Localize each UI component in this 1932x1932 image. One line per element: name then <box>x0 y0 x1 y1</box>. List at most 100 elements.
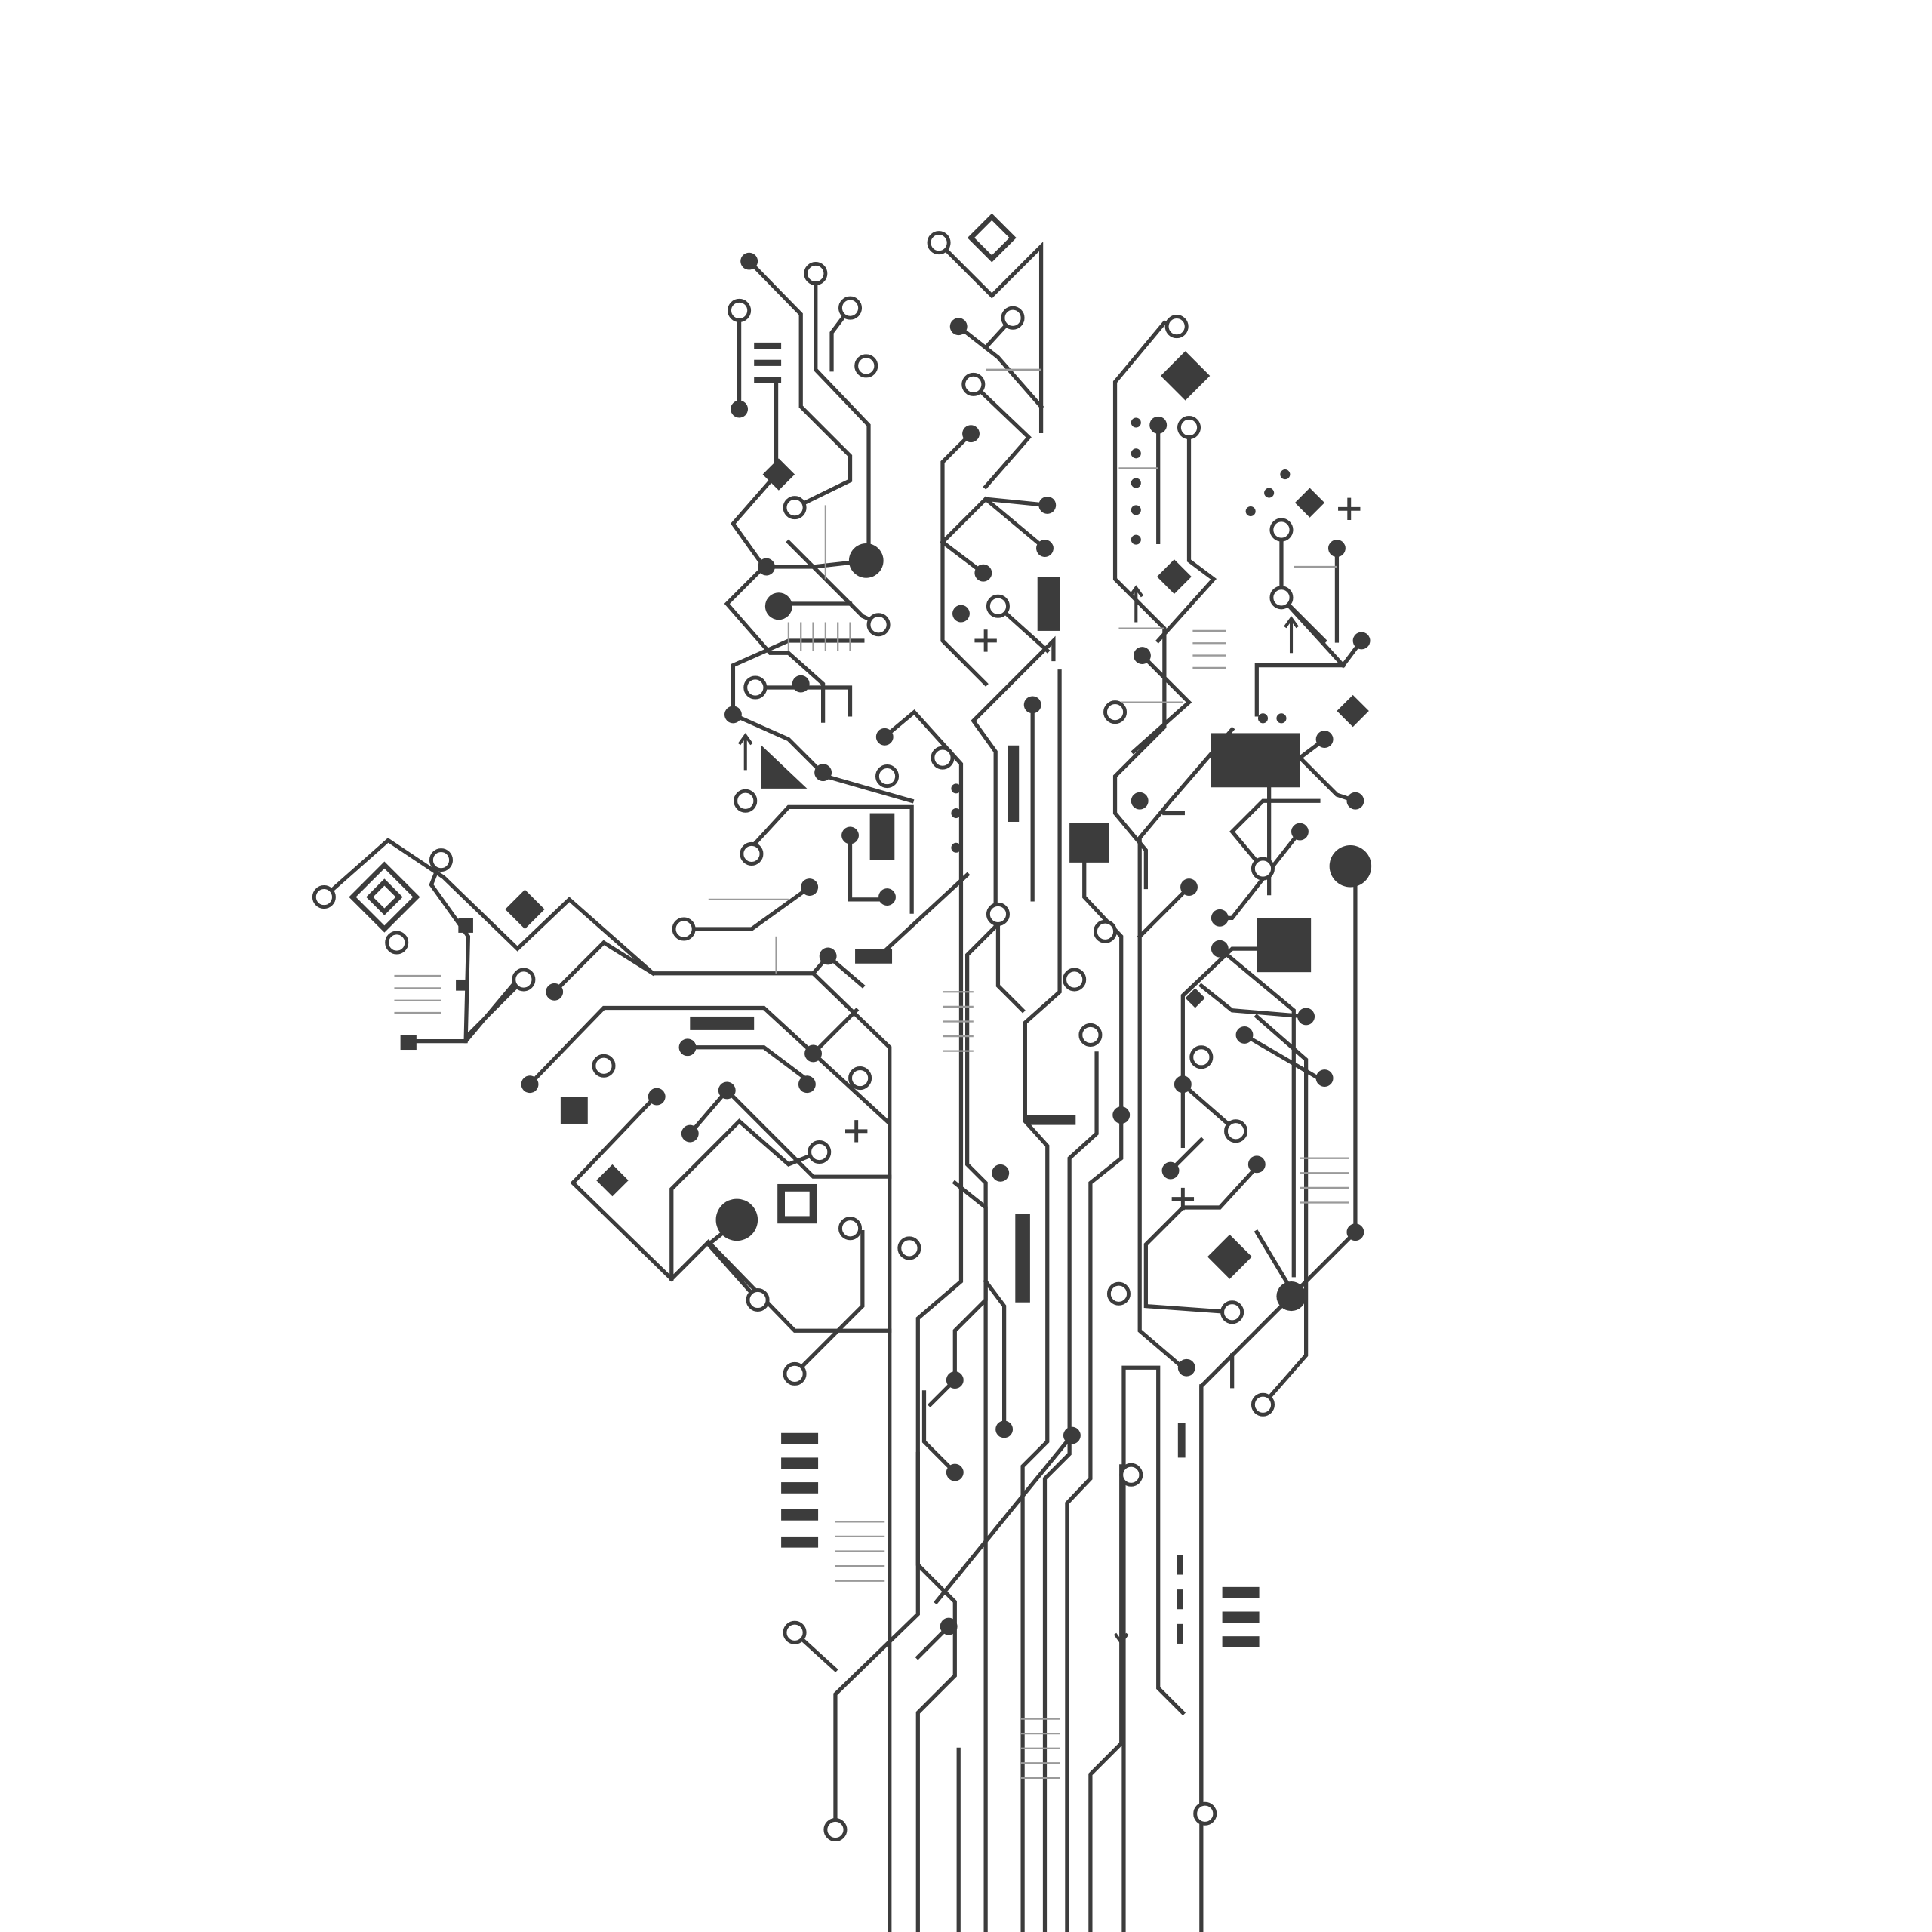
pad-icon <box>400 1035 417 1051</box>
diamond-icon <box>505 889 545 930</box>
terminal-node-open <box>783 1361 807 1386</box>
bar-icon <box>754 359 782 366</box>
terminal-node-filled <box>1211 940 1229 958</box>
diamond-outline-icon <box>349 861 420 933</box>
bar-icon <box>1222 1611 1260 1623</box>
terminal-node-open <box>986 594 1010 618</box>
large-node <box>715 1198 758 1241</box>
terminal-node-filled <box>678 1038 697 1057</box>
circuit-trace <box>724 1088 892 1179</box>
circuit-trace <box>995 912 1026 1014</box>
bar-icon <box>781 1482 819 1494</box>
terminal-node-filled <box>1149 416 1168 434</box>
bar-icon <box>754 377 782 383</box>
terminal-node-filled <box>974 564 992 582</box>
bar-icon <box>1222 1636 1260 1647</box>
terminal-node-filled <box>814 764 832 782</box>
terminal-node-open <box>1103 700 1128 724</box>
dot-icon <box>951 842 961 853</box>
terminal-node-filled <box>1180 878 1198 896</box>
dash-icon <box>1177 1623 1183 1644</box>
chip-icon <box>560 1097 588 1124</box>
pad-icon <box>458 918 473 933</box>
diamond-icon <box>762 458 795 491</box>
circuit-trace <box>1254 663 1346 717</box>
terminal-node-filled <box>1036 540 1054 557</box>
resistor-icon <box>855 949 893 964</box>
bar-icon <box>781 1432 819 1444</box>
chip-icon <box>1211 733 1300 788</box>
terminal-node-filled <box>1211 909 1229 927</box>
circuit-trace <box>1137 726 1235 1371</box>
terminal-node-open <box>1251 1392 1275 1417</box>
circuit-trace <box>1254 1014 1309 1407</box>
arrow-icon <box>1177 1423 1186 1458</box>
terminal-node-open <box>1001 306 1025 330</box>
circuit-trace <box>1217 946 1296 1278</box>
resistor-icon <box>690 1016 755 1030</box>
circuit-trace <box>527 1005 891 1124</box>
terminal-node-open <box>804 261 828 285</box>
circuit-trace <box>465 977 527 1038</box>
terminal-node-open <box>1269 586 1294 610</box>
dot-icon <box>1131 534 1141 545</box>
circuit-trace <box>743 804 914 914</box>
diamond-icon <box>1157 559 1192 594</box>
dot-icon <box>1280 469 1291 480</box>
resistor-icon <box>1026 1115 1076 1125</box>
circuit-trace <box>1155 423 1217 644</box>
circuit-trace <box>681 881 817 931</box>
terminal-node-open <box>734 789 758 813</box>
terminal-node-open <box>1119 1463 1143 1487</box>
circuit-trace <box>927 1180 988 1407</box>
dot-icon <box>951 808 961 819</box>
circuit-trace <box>921 1390 958 1475</box>
dash-icon <box>1177 1589 1183 1610</box>
circuit-trace <box>955 323 1044 410</box>
circuit-trace <box>429 857 471 1044</box>
terminal-node-open <box>592 1054 616 1078</box>
circuit-traces <box>321 239 1364 1932</box>
terminal-node-filled <box>1328 540 1346 557</box>
circuit-trace <box>746 258 853 511</box>
terminal-node-filled <box>521 1075 539 1094</box>
terminal-node-filled <box>718 1081 736 1100</box>
pad-icon <box>456 979 467 991</box>
terminal-node-open <box>783 496 807 520</box>
terminal-node-open <box>848 1066 872 1091</box>
circuit-trace <box>1020 669 1062 1932</box>
terminal-node-open <box>808 1140 832 1164</box>
terminal-node-open <box>1063 968 1087 992</box>
circuit-trace <box>983 496 1048 552</box>
terminal-node-filled <box>1247 1155 1266 1174</box>
plus-icon <box>974 629 997 652</box>
chip-icon <box>1257 918 1312 973</box>
terminal-node-open <box>429 848 453 872</box>
circuit-trace <box>848 835 890 902</box>
plus-icon <box>845 1120 868 1143</box>
terminal-node-filled <box>962 425 980 443</box>
terminal-node-filled <box>792 675 810 693</box>
arrow-icon <box>1113 1607 1129 1645</box>
circuit-trace <box>1297 755 1358 804</box>
terminal-node-filled <box>995 1420 1014 1438</box>
terminal-node-filled <box>1161 1161 1180 1180</box>
diamond-outline-icon <box>967 213 1017 263</box>
terminal-node-open <box>728 298 752 322</box>
terminal-node-open <box>385 931 409 955</box>
terminal-node-open <box>746 1287 770 1312</box>
terminal-node-open <box>740 841 764 866</box>
circuit-trace <box>730 712 915 804</box>
terminal-node-open <box>931 746 955 770</box>
bar-icon <box>781 1457 819 1469</box>
terminal-node-filled <box>724 706 742 724</box>
terminal-node-filled <box>1352 632 1371 650</box>
large-node <box>1329 845 1372 888</box>
terminal-node-filled <box>546 983 564 1001</box>
terminal-node-open <box>1078 1023 1103 1047</box>
circuit-trace <box>1199 860 1358 1932</box>
circuit-trace <box>940 430 989 687</box>
terminal-node-open <box>927 231 951 255</box>
circuit-trace <box>724 380 826 723</box>
